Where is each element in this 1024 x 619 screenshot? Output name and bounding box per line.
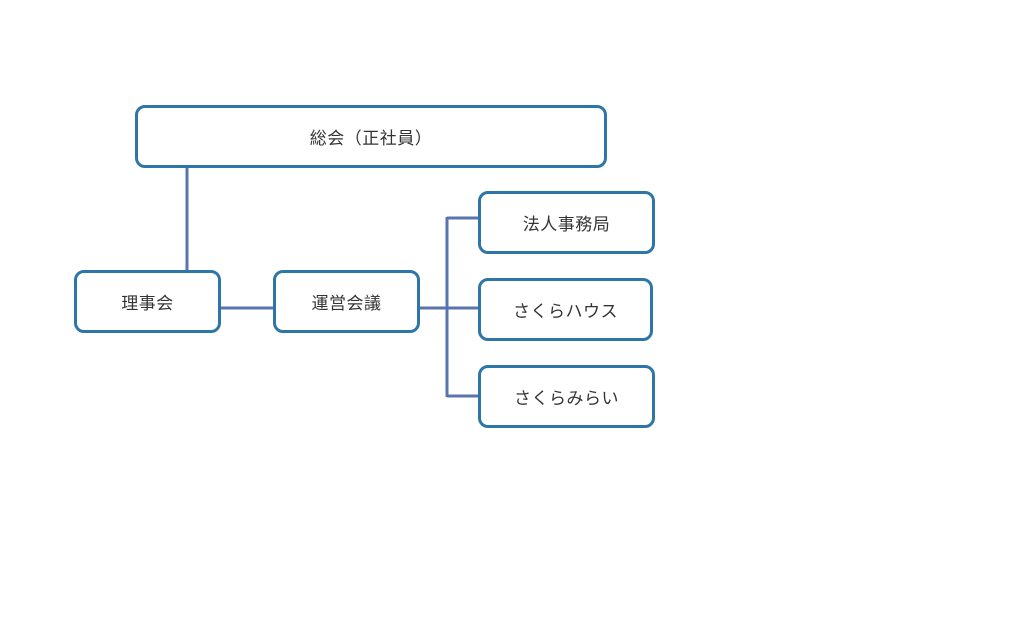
node-sakura-house-label: さくらハウス bbox=[513, 302, 618, 322]
node-general-assembly-label: 総会（正社員） bbox=[309, 129, 433, 149]
node-general-assembly: 総会（正社員） bbox=[135, 105, 607, 168]
node-board: 理事会 bbox=[74, 270, 221, 333]
node-sakura-mirai: さくらみらい bbox=[478, 365, 655, 428]
node-board-label: 理事会 bbox=[121, 294, 174, 314]
node-operations-council: 運営会議 bbox=[273, 270, 420, 333]
node-sakura-mirai-label: さくらみらい bbox=[514, 389, 619, 409]
node-corporate-office-label: 法人事務局 bbox=[522, 215, 611, 235]
node-corporate-office: 法人事務局 bbox=[478, 191, 655, 254]
node-sakura-house: さくらハウス bbox=[478, 278, 653, 341]
node-operations-council-label: 運営会議 bbox=[311, 294, 382, 314]
